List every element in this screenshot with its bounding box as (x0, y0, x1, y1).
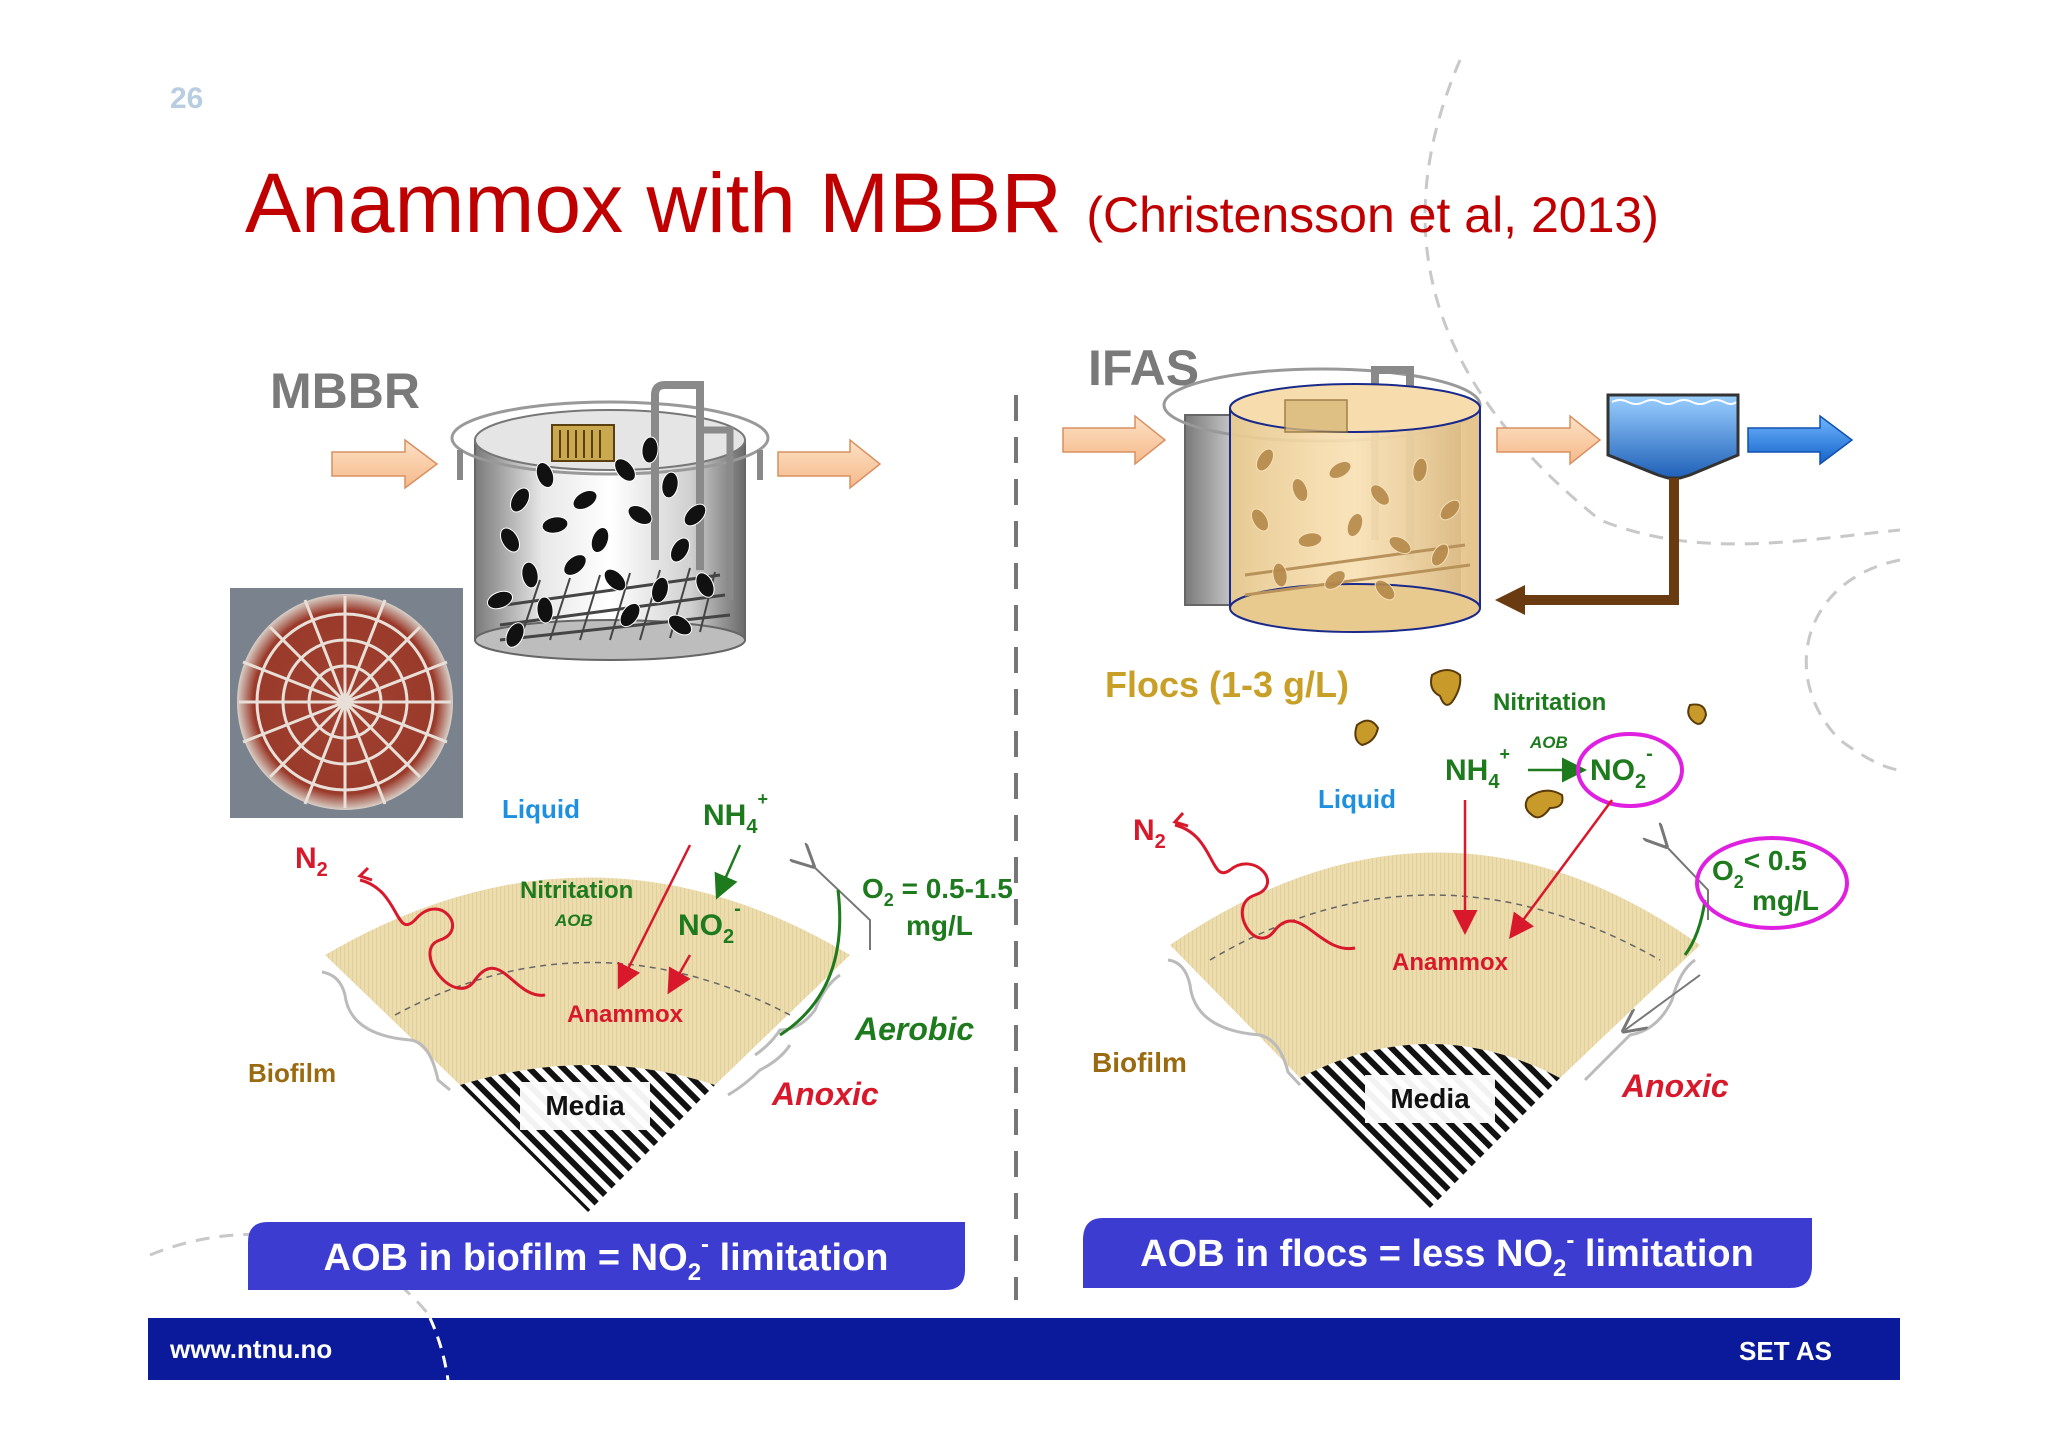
ifas-nh4-label: NH4+ (1445, 744, 1510, 793)
ifas-aob-label: AOB (1529, 733, 1568, 752)
ifas-no2-label: NO2- (1590, 743, 1653, 793)
mbbr-label: MBBR (270, 363, 420, 419)
footer-bar (148, 1318, 1900, 1380)
ifas-outflow-arrow (1496, 414, 1602, 466)
mbbr-aob-label: AOB (554, 911, 593, 930)
clarifier-tank (1606, 393, 1740, 480)
ifas-carriers (1250, 448, 1461, 601)
mbbr-carriers (486, 436, 715, 648)
mbbr-conclusion-text: AOB in biofilm = NO2- limitation (324, 1231, 889, 1286)
footer-decoration (428, 1317, 450, 1381)
mbbr-o2-label: O2 = 0.5-1.5 (862, 873, 1013, 910)
ifas-conclusion-text: AOB in flocs = less NO2- limitation (1140, 1227, 1754, 1282)
mbbr-no2-label: NO2- (678, 898, 741, 948)
title-main: Anammox with MBBR (245, 156, 1062, 250)
mbbr-nh4-label: NH4+ (703, 789, 768, 838)
ifas-n2-label: N2 (1133, 814, 1166, 853)
mbbr-conclusion-banner (248, 1222, 965, 1290)
ifas-conclusion-banner (1083, 1218, 1812, 1288)
ifas-o2-label: O2< 0.5 (1712, 845, 1807, 892)
ifas-reactor-tank (1162, 366, 1482, 633)
ifas-media-label: Media (1390, 1083, 1470, 1114)
ifas-n2-wave-arrow (1174, 823, 1356, 951)
mbbr-anoxic-label: Anoxic (771, 1076, 879, 1112)
mbbr-o2-profile-curve (779, 889, 842, 1037)
ifas-o2-profile-curve (1683, 899, 1707, 956)
ifas-biofilm-layer (1170, 852, 1700, 1078)
ifas-inflow-arrow (1062, 414, 1167, 466)
mbbr-outflow-arrow (777, 438, 882, 490)
ifas-o2-unit: mg/L (1752, 885, 1819, 916)
mbbr-no2-to-anammox-arrow (667, 954, 692, 995)
mbbr-n2-wave-arrow (359, 878, 546, 997)
ifas-anammox-label: Anammox (1392, 949, 1509, 976)
ifas-nitritation-label: Nitritation (1493, 689, 1606, 716)
ifas-liquid-label: Liquid (1318, 784, 1396, 814)
ifas-o2-highlight-circle (1695, 836, 1849, 930)
page-number: 26 (170, 82, 203, 115)
mbbr-media-label: Media (545, 1090, 625, 1121)
mbbr-nitritation-label: Nitritation (520, 877, 633, 904)
sludge-return-arrowhead (1495, 585, 1525, 615)
ifas-o2-profile-arrow (1665, 845, 1709, 920)
mbbr-anammox-label: Anammox (567, 1001, 684, 1028)
ifas-anoxic-label: Anoxic (1621, 1068, 1729, 1104)
mbbr-reactor-tank (450, 381, 770, 661)
ifas-flocs (1354, 669, 1708, 819)
ifas-biofilm-diagram: Media (1167, 852, 1700, 1208)
footer-url-link[interactable]: www.ntnu.no (169, 1334, 332, 1364)
ifas-flocs-label: Flocs (1-3 g/L) (1105, 664, 1349, 705)
sludge-return-line (1525, 478, 1679, 605)
mbbr-nh4-to-anammox-arrow (617, 844, 692, 990)
mbbr-inflow-arrow (331, 438, 439, 490)
ifas-label: IFAS (1088, 340, 1199, 396)
mbbr-o2-unit: mg/L (906, 910, 973, 941)
ifas-biofilm-label: Biofilm (1092, 1047, 1187, 1078)
clarifier-effluent-arrow (1747, 414, 1854, 466)
ifas-no2-to-anammox-arrow (1509, 799, 1614, 940)
ifas-o2-bottom-arrow (1625, 974, 1701, 1030)
page-title: Anammox with MBBR (Christensson et al, 2… (245, 156, 1659, 250)
carrier-photo (230, 588, 463, 818)
mbbr-nh4-to-no2-arrow (714, 844, 742, 900)
mbbr-biofilm-layer (325, 877, 850, 1085)
mbbr-aerobic-label: Aerobic (854, 1011, 974, 1047)
mbbr-biofilm-diagram: Media (321, 877, 850, 1212)
mbbr-o2-profile-arrow (812, 865, 871, 950)
ifas-no2-highlight-circle (1576, 732, 1684, 808)
footer-company: SET AS (1739, 1336, 1832, 1366)
mbbr-n2-label: N2 (295, 842, 328, 881)
mbbr-liquid-label: Liquid (502, 794, 580, 824)
ifas-media (1300, 1044, 1560, 1208)
title-citation: (Christensson et al, 2013) (1086, 187, 1659, 243)
mbbr-biofilm-label: Biofilm (248, 1058, 336, 1088)
